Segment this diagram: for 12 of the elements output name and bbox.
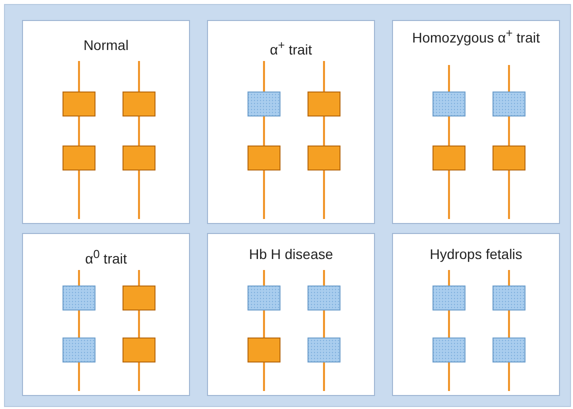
panel-title: Hydrops fetalis: [428, 246, 524, 263]
panel-title: Homozygous α$^{+}$ trait: [411, 26, 541, 47]
panel: [392, 20, 560, 224]
panel: [22, 233, 190, 396]
panel-title: α$^{+}$ trait: [268, 38, 314, 59]
panel: [392, 233, 560, 396]
panel-title: Hb H disease: [248, 246, 334, 263]
panel-title: α$^{0}$ trait: [84, 247, 128, 268]
panel: [207, 233, 375, 396]
panel-title: Normal: [82, 37, 130, 54]
panel: [22, 20, 190, 224]
panel: [207, 20, 375, 224]
